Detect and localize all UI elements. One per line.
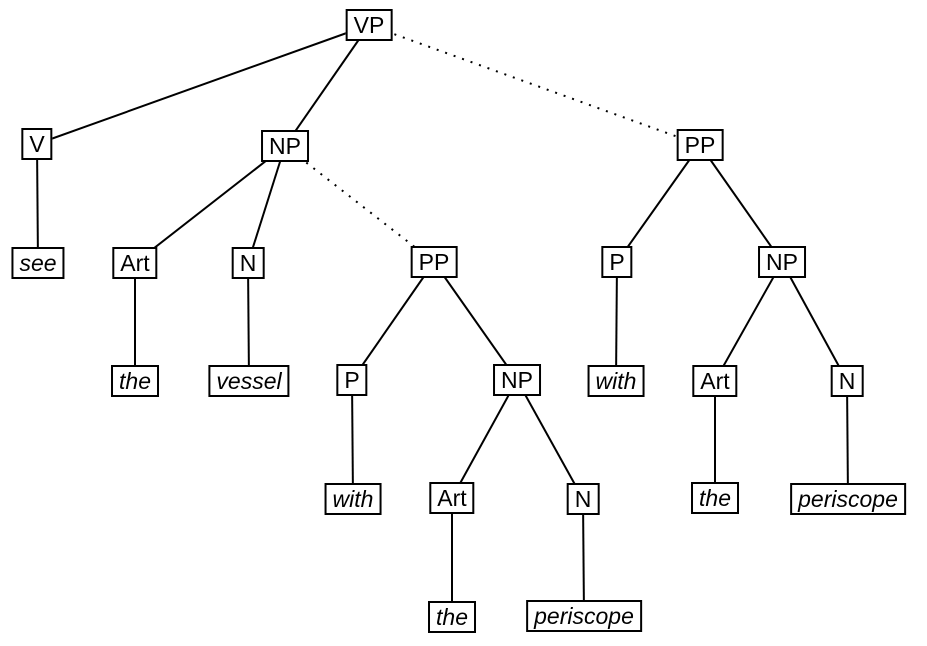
- tree-node-periscope3: periscope: [790, 483, 906, 515]
- tree-node-p2: P: [601, 246, 633, 278]
- tree-node-the3: the: [691, 482, 739, 514]
- tree-node-the2: the: [428, 601, 476, 633]
- tree-node-with2: with: [587, 365, 645, 397]
- tree-node-see: see: [11, 247, 65, 279]
- tree-edge-np1-art1: [134, 145, 286, 264]
- tree-edge-np2-art2: [451, 379, 518, 499]
- tree-node-art3: Art: [692, 365, 738, 397]
- tree-edge-np1-pp1: [284, 145, 435, 263]
- tree-edge-np1-n1: [247, 145, 286, 264]
- tree-node-periscope2: periscope: [526, 600, 642, 632]
- tree-node-pp2: PP: [676, 129, 724, 161]
- tree-node-np1: NP: [261, 130, 309, 162]
- tree-node-n1: N: [231, 247, 265, 279]
- tree-edge-np3-n3: [781, 261, 848, 382]
- tree-edge-v-see: [36, 143, 39, 264]
- tree-node-np3: NP: [758, 246, 806, 278]
- tree-edge-vp-np1: [284, 24, 370, 147]
- tree-edge-p1-with1: [351, 379, 354, 500]
- tree-edge-np3-art3: [714, 261, 783, 382]
- tree-edge-n3-periscope3: [846, 380, 849, 500]
- tree-node-vessel1: vessel: [208, 365, 290, 397]
- tree-edge-p2-with2: [615, 261, 618, 382]
- tree-edge-vp-v: [36, 24, 370, 145]
- tree-node-p1: P: [336, 364, 368, 396]
- tree-edge-pp1-p1: [351, 261, 435, 381]
- tree-node-vp: VP: [345, 9, 393, 41]
- tree-node-art1: Art: [112, 247, 158, 279]
- tree-edge-pp1-np2: [433, 261, 518, 381]
- tree-edge-pp2-p2: [616, 144, 701, 263]
- tree-node-with1: with: [324, 483, 382, 515]
- tree-edge-np2-n2: [516, 379, 584, 500]
- tree-edge-n1-vessel1: [247, 262, 250, 382]
- tree-node-the1: the: [111, 365, 159, 397]
- tree-node-art2: Art: [429, 482, 475, 514]
- tree-edge-pp2-np3: [699, 144, 783, 263]
- tree-edge-n2-periscope2: [582, 498, 585, 617]
- tree-node-pp1: PP: [410, 246, 458, 278]
- tree-node-n3: N: [830, 365, 864, 397]
- tree-node-np2: NP: [493, 364, 541, 396]
- tree-node-v: V: [21, 128, 53, 160]
- tree-edge-vp-pp2: [368, 24, 701, 146]
- tree-node-n2: N: [566, 483, 600, 515]
